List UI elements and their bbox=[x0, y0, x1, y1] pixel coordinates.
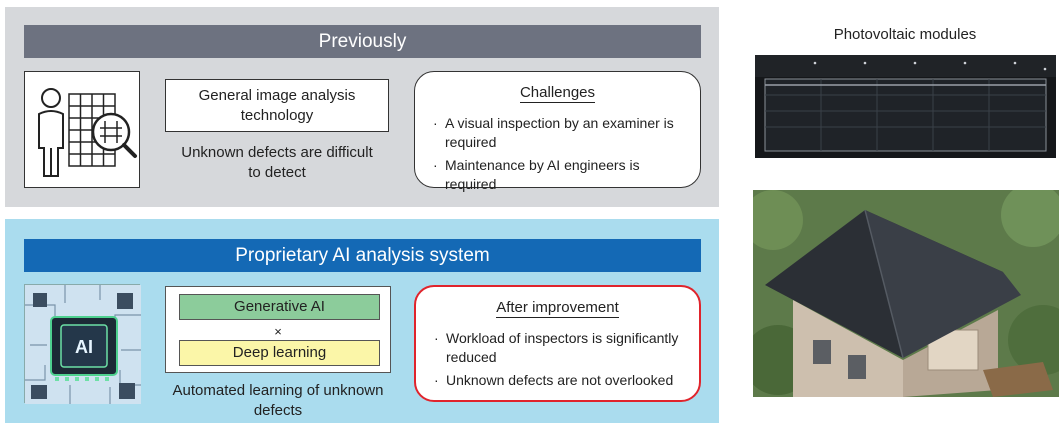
after-improvement-box: After improvement Workload of inspectors… bbox=[414, 285, 701, 402]
generative-ai-tag: Generative AI bbox=[179, 294, 380, 320]
inspector-magnifier-icon bbox=[38, 88, 137, 177]
unknown-defects-difficult-text: Unknown defects are difficult to detect bbox=[181, 144, 373, 181]
house-solar-roof-image bbox=[753, 190, 1059, 397]
challenges-list: A visual inspection by an examiner is re… bbox=[433, 114, 690, 198]
deep-learning-tag: Deep learning bbox=[179, 340, 380, 366]
deep-learning-label: Deep learning bbox=[232, 344, 327, 361]
general-image-analysis-label: General image analysis technology bbox=[198, 86, 356, 124]
after-improvement-title: After improvement bbox=[496, 299, 619, 318]
challenges-title: Challenges bbox=[519, 84, 596, 103]
chip-ai-text: AI bbox=[75, 337, 93, 357]
inspector-icon-box bbox=[24, 71, 140, 188]
after-improvement-list: Workload of inspectors is significantly … bbox=[434, 329, 689, 394]
generative-deep-learning-box: Generative AI × Deep learning bbox=[165, 286, 391, 373]
ai-system-banner: Proprietary AI analysis system bbox=[24, 239, 701, 272]
ai-chip-icon: AI bbox=[25, 285, 141, 404]
challenge-item: Maintenance by AI engineers is required bbox=[433, 156, 690, 194]
challenge-item: A visual inspection by an examiner is re… bbox=[433, 114, 690, 152]
ai-system-title: Proprietary AI analysis system bbox=[235, 244, 490, 266]
previously-banner: Previously bbox=[24, 25, 701, 58]
photovoltaic-modules-label: Photovoltaic modules bbox=[833, 26, 977, 43]
previously-panel: Previously bbox=[5, 7, 719, 207]
generative-ai-label: Generative AI bbox=[234, 298, 325, 315]
improvement-item: Unknown defects are not overlooked bbox=[434, 371, 689, 390]
improvement-item: Workload of inspectors is significantly … bbox=[434, 329, 689, 367]
ai-chip-image: AI bbox=[24, 284, 141, 404]
photovoltaic-module-image bbox=[755, 55, 1056, 158]
previously-caption: Unknown defects are difficult to detect bbox=[165, 143, 389, 183]
times-symbol: × bbox=[274, 324, 282, 339]
general-image-analysis-box: General image analysis technology bbox=[165, 79, 389, 132]
ai-caption: Automated learning of unknown defects bbox=[153, 381, 403, 421]
automated-learning-text: Automated learning of unknown defects bbox=[172, 382, 384, 419]
ai-system-panel: Proprietary AI analysis system AI Gen bbox=[5, 219, 719, 423]
previously-title: Previously bbox=[318, 30, 407, 52]
challenges-box: Challenges A visual inspection by an exa… bbox=[414, 71, 701, 192]
